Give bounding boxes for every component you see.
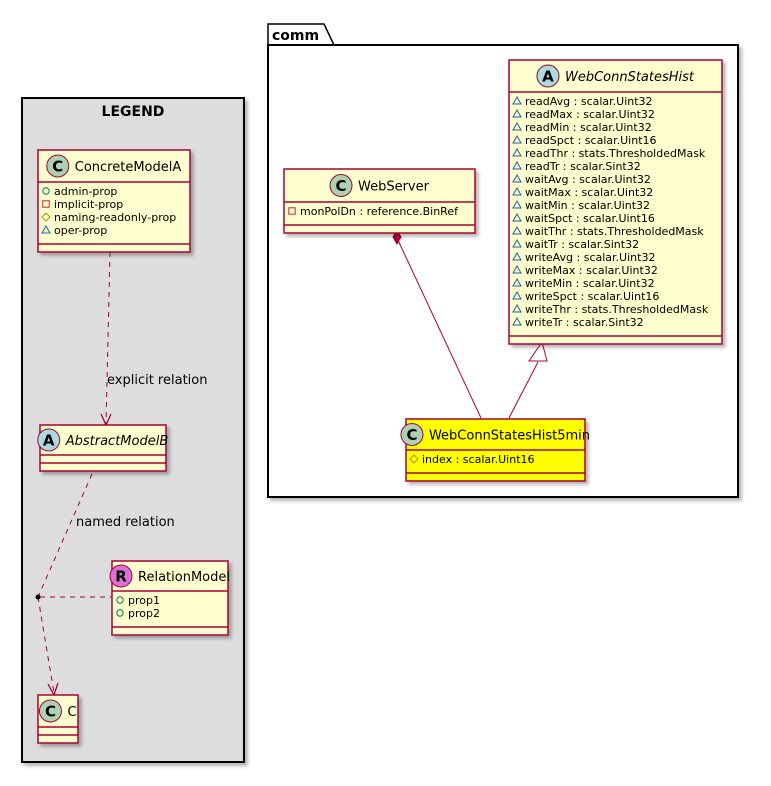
attribute-text: oper-prop: [54, 224, 107, 237]
class-name: WebServer: [358, 180, 430, 195]
attribute-row: waitTr : scalar.Sint32: [512, 238, 639, 251]
attribute-row: readThr : stats.ThresholdedMask: [512, 147, 706, 160]
attribute-text: naming-readonly-prop: [54, 211, 176, 224]
attribute-text: writeMax : scalar.Uint32: [525, 264, 658, 277]
stereotype-letter: A: [542, 68, 554, 86]
stereotype-letter: C: [45, 703, 56, 721]
stereotype-c-icon: [400, 423, 424, 446]
attribute-row: index : scalar.Uint16: [409, 453, 535, 466]
attribute-row: writeMax : scalar.Uint32: [512, 264, 658, 277]
attribute-row: waitMax : scalar.Uint32: [512, 186, 653, 199]
attribute-row: writeThr : stats.ThresholdedMask: [512, 303, 709, 316]
attribute-row: oper-prop: [41, 224, 107, 237]
attribute-row: implicit-prop: [42, 198, 123, 211]
class-name: WebConnStatesHist: [565, 70, 695, 85]
class-abstract-model-b[interactable]: AbstractModelB A: [37, 424, 169, 472]
attribute-text: writeMin : scalar.Uint32: [525, 277, 655, 290]
attribute-text: waitMax : scalar.Uint32: [525, 186, 653, 199]
attribute-text: waitSpct : scalar.Uint16: [525, 212, 655, 225]
attribute-row: writeSpct : scalar.Uint16: [512, 290, 659, 303]
attribute-row: readTr : scalar.Sint32: [512, 160, 641, 173]
attribute-text: waitMin : scalar.Uint32: [525, 199, 650, 212]
attribute-row: waitAvg : scalar.Uint32: [512, 173, 651, 186]
attribute-text: writeSpct : scalar.Uint16: [525, 290, 659, 303]
attribute-row: waitThr : stats.ThresholdedMask: [512, 225, 704, 238]
class-name: AbstractModelB: [65, 434, 169, 449]
attribute-row: writeMin : scalar.Uint32: [512, 277, 655, 290]
attribute-text: readTr : scalar.Sint32: [525, 160, 641, 173]
named-relation-label: named relation: [76, 515, 175, 530]
attribute-text: readSpct : scalar.Uint16: [525, 134, 657, 147]
attribute-row: admin-prop: [42, 185, 117, 198]
attribute-text: implicit-prop: [54, 198, 123, 211]
attribute-row: writeTr : scalar.Sint32: [512, 316, 644, 329]
stereotype-letter: C: [406, 426, 417, 444]
stereotype-letter: C: [52, 158, 63, 176]
class-c[interactable]: CC: [37, 694, 79, 744]
inheritance-arrow: [528, 340, 548, 362]
attribute-text: prop2: [128, 607, 160, 620]
attribute-text: waitTr : scalar.Sint32: [525, 238, 639, 251]
stereotype-letter: C: [336, 177, 347, 195]
attribute-text: prop1: [128, 594, 160, 607]
attribute-row: readAvg : scalar.Uint32: [512, 95, 653, 108]
attribute-text: readAvg : scalar.Uint32: [525, 95, 653, 108]
attribute-text: writeTr : scalar.Sint32: [525, 316, 644, 329]
explicit-relation-label: explicit relation: [107, 373, 207, 388]
stereotype-letter: A: [43, 432, 55, 450]
stereotype-c-icon: [46, 154, 70, 178]
stereotype-c-icon: [329, 174, 353, 197]
class-name: WebConnStatesHist5min: [429, 429, 590, 444]
class-name: ConcreteModelA: [75, 160, 182, 175]
comm-title: comm: [272, 28, 319, 44]
relation-inheritance: [508, 340, 548, 419]
attribute-row: readMin : scalar.Uint32: [512, 121, 652, 134]
attribute-row: writeAvg : scalar.Uint32: [512, 251, 655, 264]
class-concrete-model-a[interactable]: ConcreteModelA Cadmin-propimplicit-propna…: [37, 149, 191, 253]
attribute-row: waitMin : scalar.Uint32: [512, 199, 650, 212]
attribute-text: admin-prop: [54, 185, 117, 198]
attribute-row: readMax : scalar.Uint32: [512, 108, 655, 121]
class-name: C: [67, 705, 76, 720]
attribute-row: monPolDn : reference.BinRef: [288, 205, 459, 218]
stereotype-a-icon: [536, 64, 560, 88]
attribute-text: waitAvg : scalar.Uint32: [525, 173, 651, 186]
stereotype-letter: R: [115, 568, 127, 586]
attribute-row: readSpct : scalar.Uint16: [512, 134, 657, 147]
attribute-text: readMin : scalar.Uint32: [525, 121, 652, 134]
attribute-text: writeAvg : scalar.Uint32: [525, 251, 655, 264]
class-name: RelationModel: [138, 570, 230, 585]
attribute-text: readThr : stats.ThresholdedMask: [525, 147, 706, 160]
association-point: [35, 594, 41, 600]
attribute-text: readMax : scalar.Uint32: [525, 108, 655, 121]
attribute-row: waitSpct : scalar.Uint16: [512, 212, 655, 225]
attribute-text: index : scalar.Uint16: [422, 453, 535, 466]
attribute-row: prop1: [116, 594, 160, 607]
attribute-text: waitThr : stats.ThresholdedMask: [525, 225, 704, 238]
attribute-row: naming-readonly-prop: [41, 211, 176, 224]
stereotype-c-icon: [38, 699, 62, 723]
relation-named: named relation: [35, 473, 175, 697]
attribute-row: prop2: [116, 607, 160, 620]
stereotype-r-icon: [109, 564, 133, 588]
legend-title: LEGEND: [102, 104, 165, 120]
attribute-text: writeThr : stats.ThresholdedMask: [525, 303, 709, 316]
attribute-text: monPolDn : reference.BinRef: [300, 205, 459, 218]
stereotype-a-icon: [37, 428, 61, 452]
